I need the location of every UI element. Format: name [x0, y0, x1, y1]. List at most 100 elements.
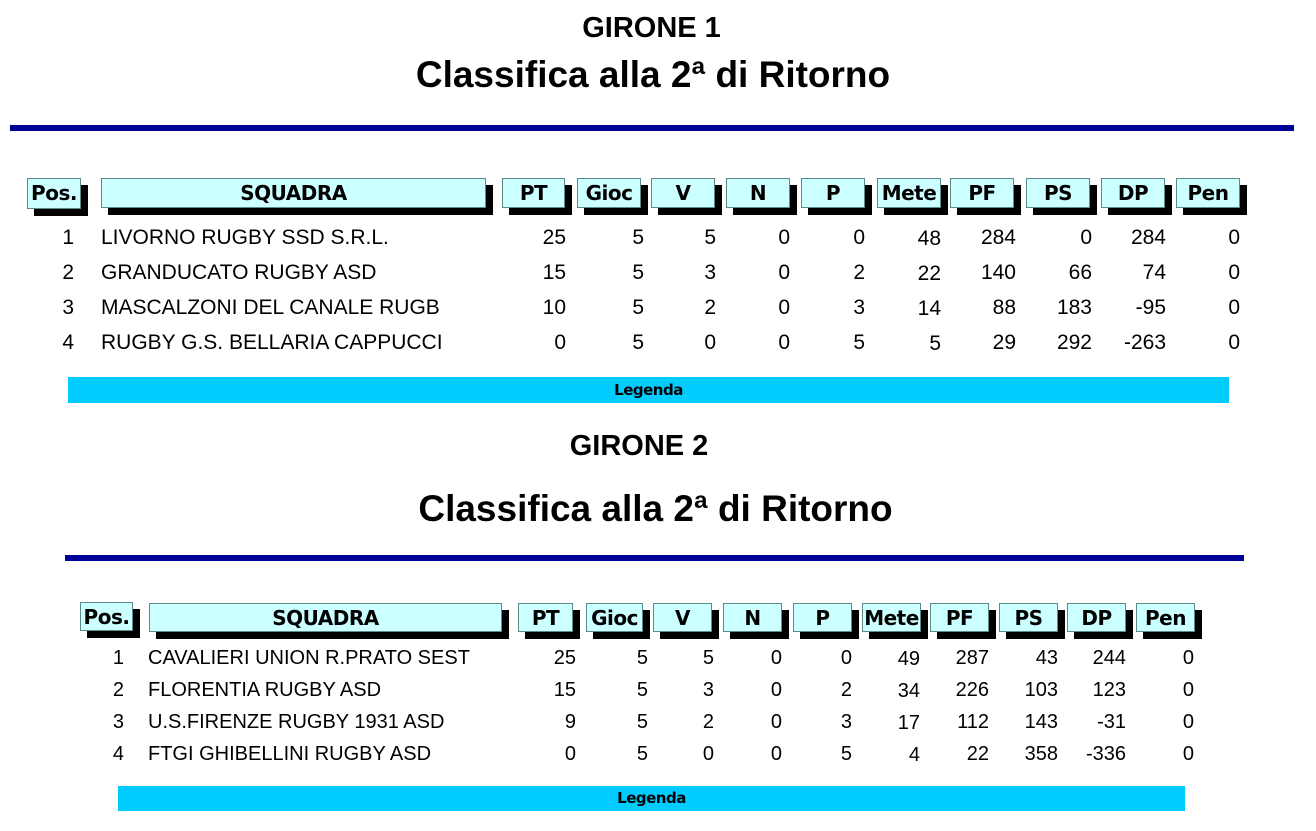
cell-n: 0 — [770, 743, 782, 765]
cell-n: 0 — [778, 296, 790, 319]
cell-mete: 17 — [897, 712, 920, 734]
cell-mete: 49 — [897, 648, 920, 670]
cell-mete: 22 — [917, 262, 941, 285]
cell-gioc: 5 — [636, 647, 648, 669]
legend-link[interactable]: Legenda — [118, 786, 1185, 811]
cell-team: MASCALZONI DEL CANALE RUGB — [101, 296, 440, 319]
cell-ps: 0 — [1080, 226, 1092, 249]
cell-pf: 226 — [955, 679, 989, 701]
cell-pen: 0 — [1228, 226, 1240, 249]
cell-dp: -263 — [1123, 331, 1166, 354]
table-row: 2 GRANDUCATO RUGBY ASD 15 5 3 0 2 22 140… — [0, 258, 1316, 288]
header-n: N — [726, 178, 790, 208]
cell-dp: 123 — [1092, 679, 1126, 701]
cell-gioc: 5 — [636, 743, 648, 765]
cell-team: GRANDUCATO RUGBY ASD — [101, 261, 377, 284]
divider-rule — [10, 125, 1294, 131]
cell-ps: 103 — [1024, 679, 1058, 701]
cell-dp: 74 — [1142, 261, 1166, 284]
cell-p: 0 — [853, 226, 865, 249]
cell-p: 5 — [853, 331, 865, 354]
divider-rule — [65, 555, 1244, 561]
table-row: 4 RUGBY G.S. BELLARIA CAPPUCCI 0 5 0 0 5… — [0, 328, 1316, 358]
cell-pf: 284 — [980, 226, 1016, 249]
cell-p: 2 — [840, 679, 852, 701]
header-pt: PT — [518, 603, 573, 632]
cell-v: 2 — [702, 711, 714, 733]
cell-pf: 29 — [992, 331, 1016, 354]
header-ps: PS — [999, 603, 1058, 632]
cell-ps: 43 — [1035, 647, 1058, 669]
table-row: 2 FLORENTIA RUGBY ASD 15 5 3 0 2 34 226 … — [0, 675, 1316, 705]
standings-title: Classifica alla 2ª di Ritorno — [415, 54, 891, 95]
cell-v: 5 — [702, 647, 714, 669]
cell-pt: 10 — [542, 296, 566, 319]
cell-team: FTGI GHIBELLINI RUGBY ASD — [148, 743, 432, 765]
cell-dp: 284 — [1130, 226, 1166, 249]
cell-v: 3 — [702, 679, 714, 701]
cell-dp: -95 — [1135, 296, 1166, 319]
cell-dp: -31 — [1097, 711, 1126, 733]
cell-pt: 25 — [542, 226, 566, 249]
header-mete: Mete — [862, 603, 921, 632]
cell-n: 0 — [770, 711, 782, 733]
cell-ps: 183 — [1056, 296, 1092, 319]
cell-pf: 22 — [966, 743, 989, 765]
cell-pt: 25 — [553, 647, 576, 669]
cell-v: 0 — [702, 743, 714, 765]
cell-team: RUGBY G.S. BELLARIA CAPPUCCI — [101, 331, 443, 354]
cell-dp: 244 — [1092, 647, 1126, 669]
header-dp: DP — [1067, 603, 1126, 632]
cell-n: 0 — [778, 331, 790, 354]
cell-gioc: 5 — [636, 711, 648, 733]
header-v: V — [651, 178, 715, 208]
cell-v: 5 — [704, 226, 716, 249]
cell-pt: 0 — [564, 743, 576, 765]
cell-pt: 15 — [553, 679, 576, 701]
cell-p: 3 — [853, 296, 865, 319]
cell-pf: 140 — [980, 261, 1016, 284]
table-row: 1 LIVORNO RUGBY SSD S.R.L. 25 5 5 0 0 48… — [0, 223, 1316, 253]
cell-team: LIVORNO RUGBY SSD S.R.L. — [101, 226, 389, 249]
header-squadra: SQUADRA — [149, 603, 502, 632]
cell-n: 0 — [778, 226, 790, 249]
legend-link[interactable]: Legenda — [68, 377, 1229, 403]
header-pf: PF — [930, 603, 989, 632]
cell-gioc: 5 — [632, 261, 644, 284]
header-mete: Mete — [877, 178, 941, 208]
header-p: P — [793, 603, 852, 632]
cell-p: 5 — [840, 743, 852, 765]
cell-team: FLORENTIA RUGBY ASD — [148, 679, 382, 701]
header-dp: DP — [1101, 178, 1165, 208]
header-pen: Pen — [1176, 178, 1240, 208]
cell-ps: 66 — [1068, 261, 1092, 284]
header-v: V — [653, 603, 712, 632]
cell-pen: 0 — [1182, 743, 1194, 765]
table-row: 1 CAVALIERI UNION R.PRATO SEST 25 5 5 0 … — [0, 643, 1316, 673]
cell-n: 0 — [770, 647, 782, 669]
group-title: GIRONE 1 — [582, 12, 721, 44]
cell-n: 0 — [778, 261, 790, 284]
header-gioc: Gioc — [577, 178, 641, 208]
cell-pt: 0 — [554, 331, 566, 354]
cell-pf: 88 — [992, 296, 1016, 319]
header-pt: PT — [502, 178, 565, 208]
cell-mete: 14 — [917, 297, 941, 320]
table-row: 3 U.S.FIRENZE RUGBY 1931 ASD 9 5 2 0 3 1… — [0, 707, 1316, 737]
cell-pf: 112 — [957, 711, 989, 733]
header-n: N — [723, 603, 782, 632]
cell-mete: 34 — [897, 680, 920, 702]
cell-pf: 287 — [955, 647, 989, 669]
cell-mete: 4 — [908, 744, 920, 766]
table-row: 4 FTGI GHIBELLINI RUGBY ASD 0 5 0 0 5 4 … — [0, 739, 1316, 769]
cell-gioc: 5 — [632, 226, 644, 249]
cell-pen: 0 — [1228, 261, 1240, 284]
header-pos: Pos. — [27, 178, 81, 209]
cell-pos: 2 — [62, 261, 74, 284]
cell-n: 0 — [770, 679, 782, 701]
cell-p: 3 — [840, 711, 852, 733]
cell-ps: 292 — [1056, 331, 1092, 354]
header-gioc: Gioc — [586, 603, 643, 632]
cell-pt: 9 — [564, 711, 576, 733]
cell-pos: 4 — [62, 331, 74, 354]
